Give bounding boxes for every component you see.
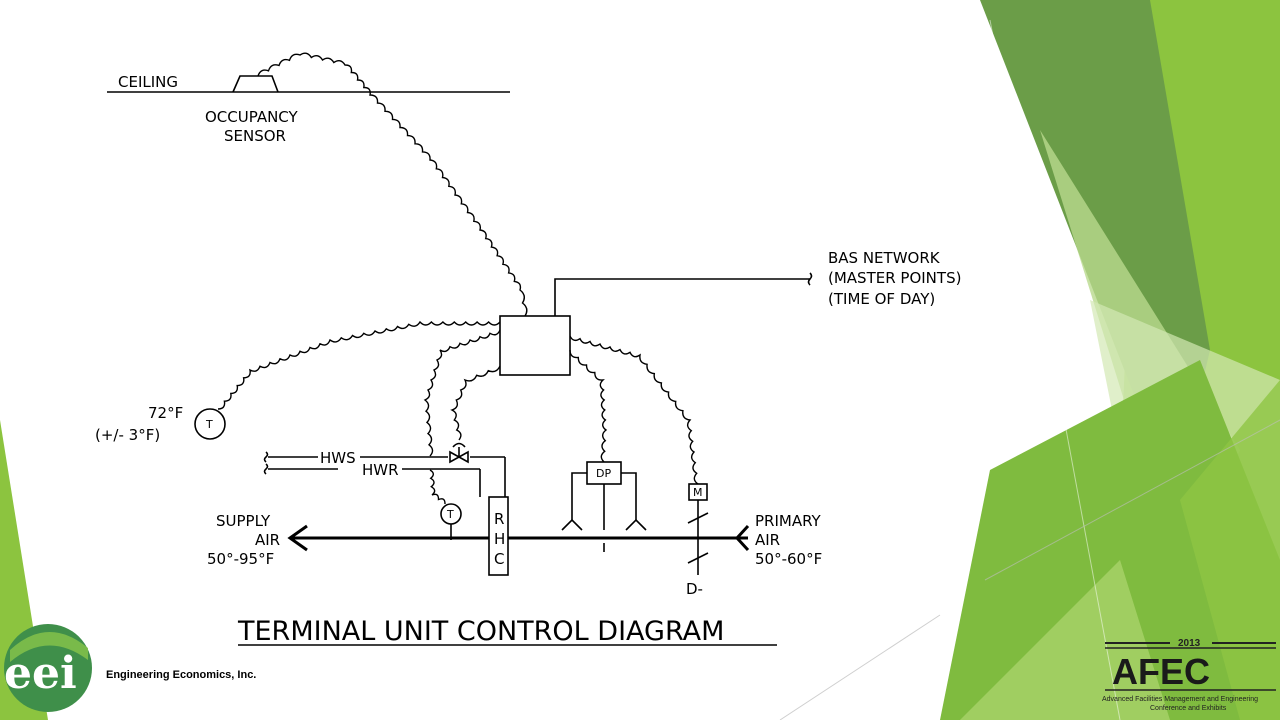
temp-sensor-wire: [429, 469, 446, 505]
supply-air-label: SUPPLY: [216, 512, 271, 530]
afec-logo: 2013 AFEC Advanced Facilities Management…: [1102, 638, 1276, 712]
temp-sensor-symbol: T: [446, 508, 454, 521]
primary-air-temp: 50°-60°F: [755, 550, 822, 568]
setpoint-range-label: (+/- 3°F): [95, 426, 160, 444]
primary-air-label: PRIMARY: [755, 512, 822, 530]
rhc-label-r: R: [494, 510, 504, 528]
diagram-lines: [107, 75, 813, 646]
hws-valve-wire: [423, 329, 501, 457]
eei-logo-text: eei: [4, 648, 77, 699]
setpoint-label: 72°F: [148, 404, 183, 422]
afec-name: AFEC: [1112, 651, 1210, 692]
motor-label: M: [693, 486, 703, 499]
occupancy-sensor-wire: [257, 52, 528, 317]
damper-motor-wire: [569, 335, 699, 485]
ceiling-label: CEILING: [118, 73, 178, 91]
dp-label: DP: [596, 467, 611, 480]
bas-network-label: BAS NETWORK: [828, 249, 941, 267]
rhc-label-c: C: [494, 550, 504, 568]
decor-right: [779, 0, 1280, 720]
primary-air-label-2: AIR: [755, 531, 780, 549]
afec-subtitle-1: Advanced Facilities Management and Engin…: [1102, 696, 1258, 703]
afec-year: 2013: [1178, 638, 1201, 649]
diagram-title: TERMINAL UNIT CONTROL DIAGRAM: [237, 616, 724, 647]
supply-air-temp: 50°-95°F: [207, 550, 274, 568]
dp-wire: [569, 349, 608, 463]
hwr-label: HWR: [362, 461, 399, 479]
supply-air-label-2: AIR: [255, 531, 280, 549]
bas-master-points-label: (MASTER POINTS): [828, 269, 961, 287]
diagram-labels: CEILING OCCUPANCY SENSOR BAS NETWORK (MA…: [95, 73, 961, 647]
afec-subtitle-2: Conference and Exhibits: [1150, 705, 1227, 712]
damper-label: D-: [686, 580, 703, 598]
control-wires: [217, 52, 699, 505]
bas-time-of-day-label: (TIME OF DAY): [828, 290, 935, 308]
company-name: Engineering Economics, Inc.: [106, 669, 257, 681]
rhc-label-h: H: [494, 530, 505, 548]
valve-actuator-wire: [450, 365, 501, 441]
thermostat-wire: [217, 320, 501, 410]
thermostat-symbol: T: [205, 418, 213, 431]
hws-label: HWS: [320, 449, 356, 467]
eei-logo: eei: [4, 624, 92, 712]
occupancy-sensor-label-1: OCCUPANCY: [205, 108, 299, 126]
occupancy-sensor-label-2: SENSOR: [224, 127, 286, 145]
